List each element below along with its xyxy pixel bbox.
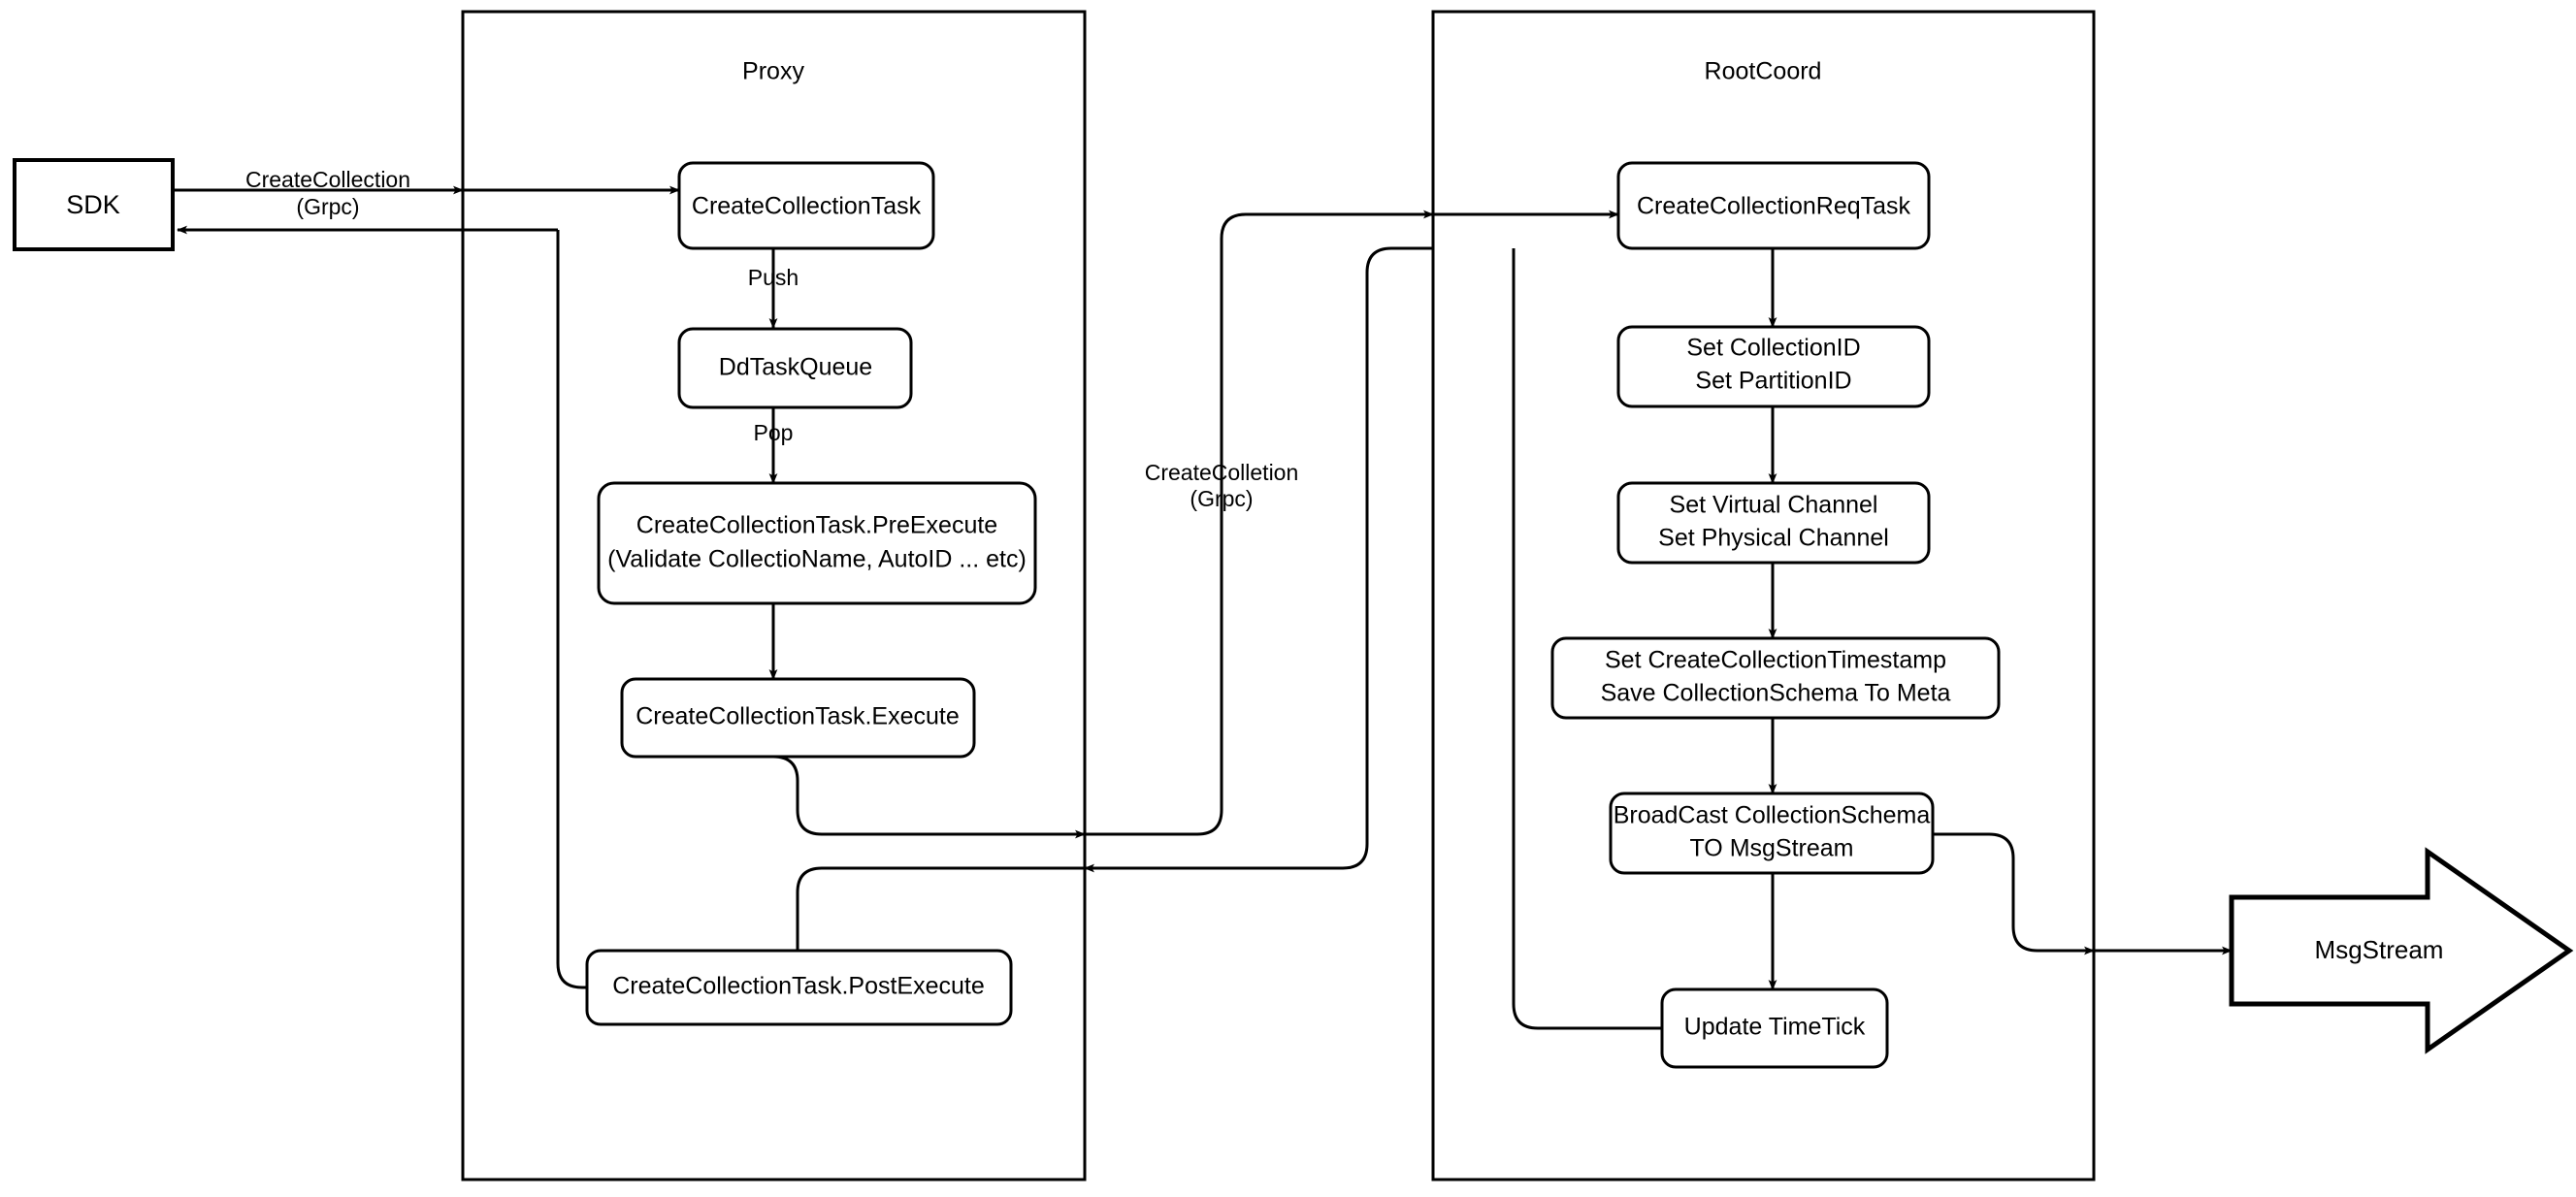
broadcast-box[interactable]	[1609, 792, 1935, 875]
node-set-timestamp[interactable]: Set CreateCollectionTimestamp Save Colle…	[1550, 636, 2001, 720]
set-timestamp-label-line1: Set CreateCollectionTimestamp	[1605, 647, 1946, 674]
edge-push: Push	[748, 247, 799, 329]
set-ids-label-line1: Set CollectionID	[1686, 335, 1860, 362]
set-timestamp-box[interactable]	[1550, 636, 2001, 720]
set-ids-box[interactable]	[1616, 325, 1931, 408]
execute-box[interactable]	[620, 677, 976, 759]
set-channels-label-line1: Set Virtual Channel	[1670, 492, 1878, 519]
pre-execute-label-line2: (Validate CollectioName, AutoID ... etc)	[607, 546, 1027, 573]
edge-label-createcolletion-grpc-line2: (Grpc)	[1190, 486, 1253, 511]
create-collection-task-label: CreateCollectionTask	[692, 193, 922, 220]
set-ids-label-line2: Set PartitionID	[1695, 368, 1851, 395]
edge-rootcoord-to-postexecute	[793, 866, 1085, 971]
edge-execute-to-rootcoord	[772, 755, 1086, 839]
sdk-label: SDK	[66, 190, 120, 219]
node-pre-execute[interactable]: CreateCollectionTask.PreExecute (Validat…	[597, 481, 1037, 605]
rootcoord-container-title: RootCoord	[1705, 58, 1822, 85]
post-execute-box[interactable]	[585, 949, 1013, 1026]
dd-task-queue-label: DdTaskQueue	[719, 354, 872, 381]
create-collection-req-task-box[interactable]	[1616, 161, 1931, 250]
sdk-box[interactable]	[13, 158, 175, 251]
broadcast-label-line2: TO MsgStream	[1689, 835, 1853, 862]
edge-broadcast-to-msgstream	[1933, 832, 2095, 955]
edge-label-createcollection-grpc-line1: CreateCollection	[245, 167, 410, 192]
update-timetick-box[interactable]	[1660, 987, 1889, 1069]
pre-execute-label-line1: CreateCollectionTask.PreExecute	[636, 512, 997, 539]
edge-label-pop: Pop	[754, 420, 794, 445]
node-post-execute[interactable]: CreateCollectionTask.PostExecute	[585, 949, 1013, 1026]
node-dd-task-queue[interactable]: DdTaskQueue	[677, 327, 913, 409]
node-set-channels[interactable]: Set Virtual Channel Set Physical Channel	[1616, 481, 1931, 565]
edge-label-createcolletion-grpc-line1: CreateColletion	[1145, 460, 1299, 485]
edge-middle-response	[1084, 246, 1433, 873]
edge-label-createcollection-grpc-line2: (Grpc)	[296, 194, 359, 219]
set-channels-label-line2: Set Physical Channel	[1658, 525, 1889, 552]
node-create-collection-req-task[interactable]: CreateCollectionReqTask	[1616, 161, 1931, 250]
pre-execute-box[interactable]	[597, 481, 1037, 605]
node-sdk[interactable]: SDK	[13, 158, 175, 251]
edge-timetick-return	[1512, 248, 1662, 1030]
post-execute-label: CreateCollectionTask.PostExecute	[612, 973, 985, 1000]
edge-label-push: Push	[748, 265, 799, 290]
node-broadcast[interactable]: BroadCast CollectionSchema TO MsgStream	[1609, 792, 1935, 875]
msgstream-label: MsgStream	[2315, 935, 2444, 964]
execute-label: CreateCollectionTask.Execute	[636, 703, 960, 730]
dd-task-queue-box[interactable]	[677, 327, 913, 409]
edge-middle-request	[1085, 210, 1434, 836]
create-collection-task-box[interactable]	[677, 161, 935, 250]
set-channels-box[interactable]	[1616, 481, 1931, 565]
edge-pop: Pop	[754, 406, 794, 484]
node-set-ids[interactable]: Set CollectionID Set PartitionID	[1616, 325, 1931, 408]
broadcast-label-line1: BroadCast CollectionSchema	[1614, 802, 1931, 829]
edge-postexecute-return	[556, 230, 587, 989]
create-collection-req-task-label: CreateCollectionReqTask	[1637, 193, 1911, 220]
node-msgstream[interactable]: MsgStream	[2229, 847, 2574, 1054]
node-update-timetick[interactable]: Update TimeTick	[1660, 987, 1889, 1069]
node-create-collection-task[interactable]: CreateCollectionTask	[677, 161, 935, 250]
node-execute[interactable]: CreateCollectionTask.Execute	[620, 677, 976, 759]
proxy-container-title: Proxy	[742, 58, 804, 85]
set-timestamp-label-line2: Save CollectionSchema To Meta	[1601, 680, 1951, 707]
update-timetick-label: Update TimeTick	[1684, 1014, 1866, 1041]
msgstream-arrow-shape[interactable]	[2229, 847, 2574, 1054]
